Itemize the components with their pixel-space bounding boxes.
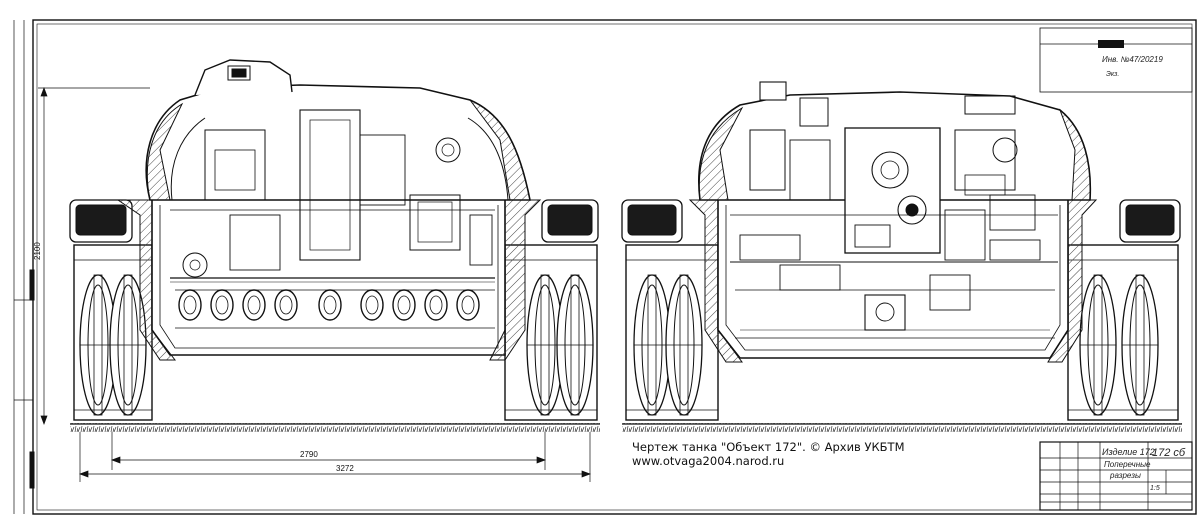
title-block-grid <box>1039 27 1193 511</box>
right-cross-section <box>621 81 1181 421</box>
track-outer-dimension: 3272 <box>336 464 354 473</box>
title-block-name-1: Поперечные <box>1104 460 1151 469</box>
sheet-frame <box>13 19 1197 515</box>
title-block-sheet-code: 172 сб <box>1152 447 1186 459</box>
track-inner-dimension: 2790 <box>300 450 318 459</box>
height-dimension: 2100 <box>33 242 42 260</box>
left-cross-section <box>69 59 599 421</box>
title-block-scale: 1:5 <box>1150 485 1160 492</box>
left-track-assembly <box>69 199 153 421</box>
ground-line <box>70 423 1182 432</box>
title-block-product: Изделие 172 <box>1102 447 1155 457</box>
right-section-left-track <box>621 199 719 421</box>
drawing-caption-title: Чертеж танка "Объект 172". © Архив УКБТМ <box>632 440 905 454</box>
drawing-caption-url: www.otvaga2004.narod.ru <box>632 454 785 468</box>
right-section-right-track <box>1067 199 1181 421</box>
fuel-cells-row <box>178 289 480 321</box>
title-block-name-2: разрезы <box>1109 471 1141 480</box>
stamp-copy: Экз. <box>1106 71 1119 78</box>
dimension-lines <box>38 87 591 482</box>
stamp-inventory: Инв. №47/20219 <box>1102 55 1163 64</box>
